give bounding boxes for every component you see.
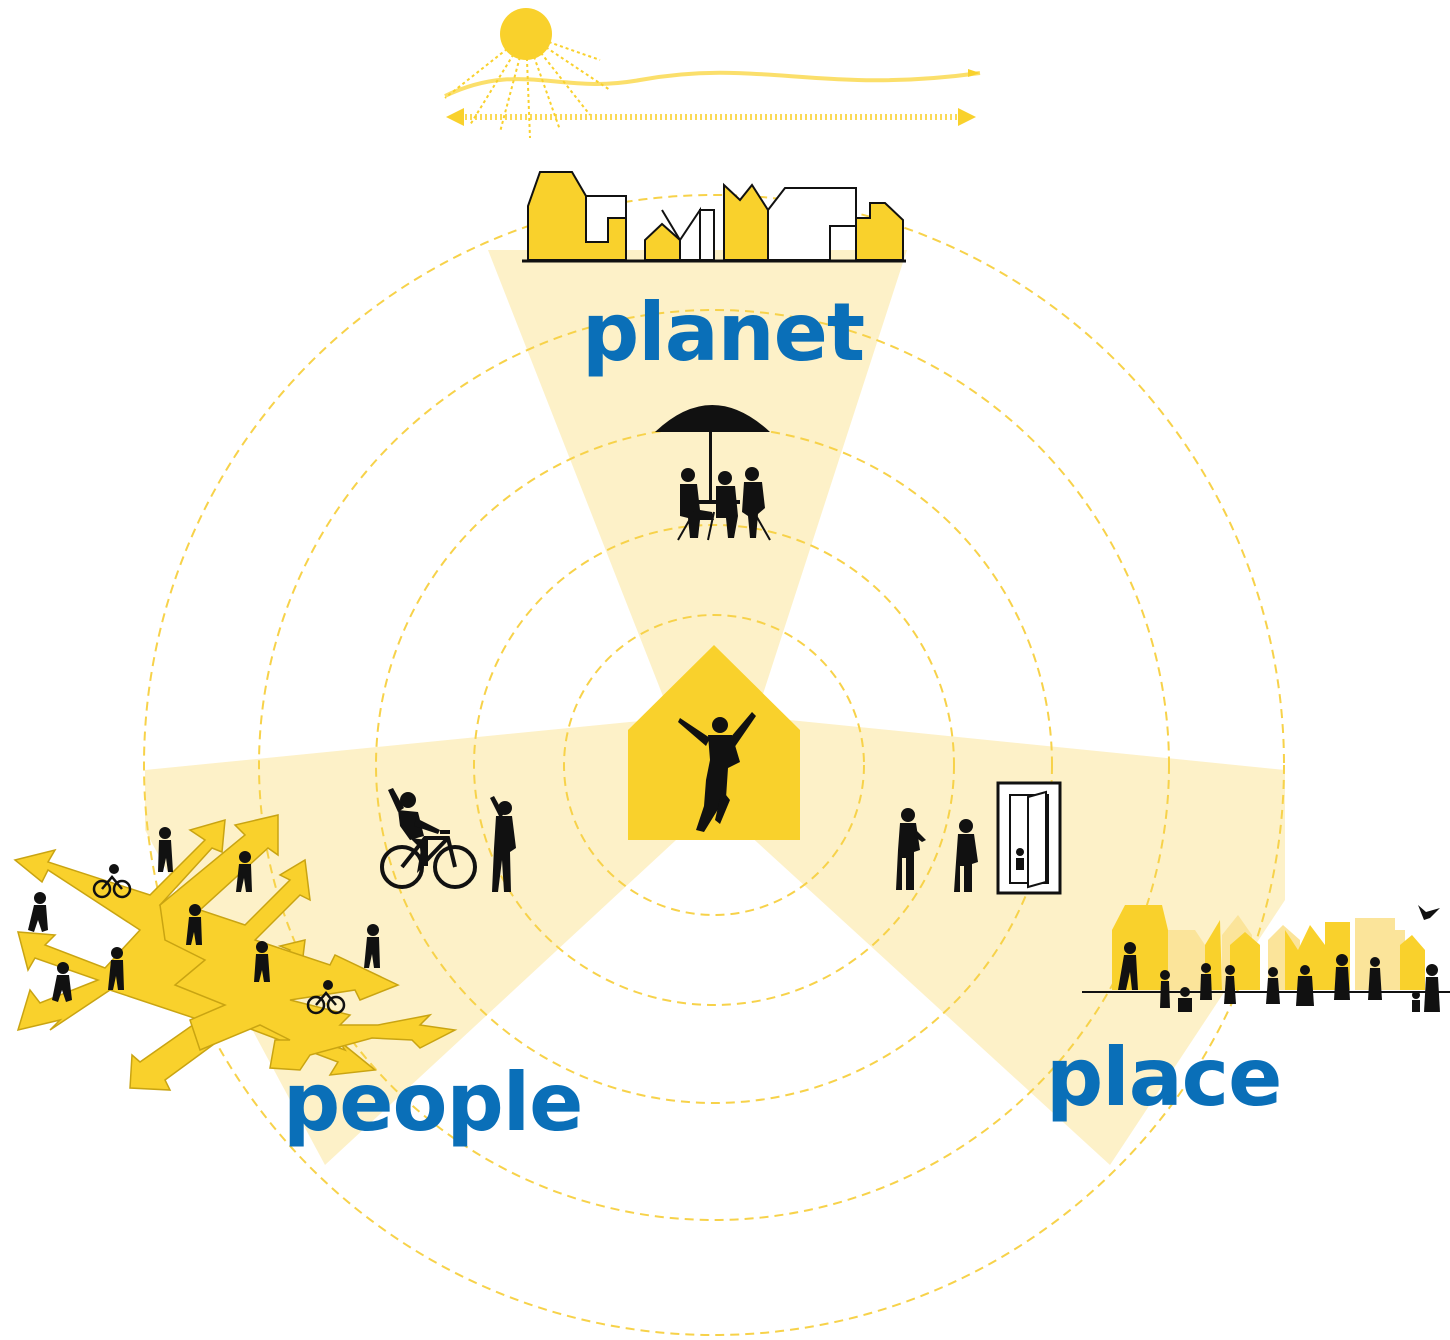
- door-icon: [996, 781, 1062, 895]
- cyclist-icon: [380, 788, 477, 889]
- label-people: people: [283, 1056, 583, 1149]
- umbrella-cafe-icon: [655, 405, 771, 541]
- skyline-planet-icon: [522, 171, 906, 263]
- standing-people-icon: [896, 808, 978, 892]
- ring-2: [473, 524, 955, 1006]
- house-person-icon: [628, 645, 800, 840]
- ring-5: [143, 194, 1285, 1336]
- label-place: place: [1046, 1031, 1282, 1124]
- sun-icon: [444, 8, 981, 139]
- wedge-place: [700, 715, 1285, 1165]
- skyline-place-icon: [1082, 905, 1450, 1012]
- label-planet: planet: [582, 286, 865, 379]
- ring-4: [258, 309, 1170, 1221]
- waving-person-icon: [490, 796, 516, 892]
- ring-1: [563, 614, 865, 916]
- people-arrows-icon: [13, 814, 458, 1091]
